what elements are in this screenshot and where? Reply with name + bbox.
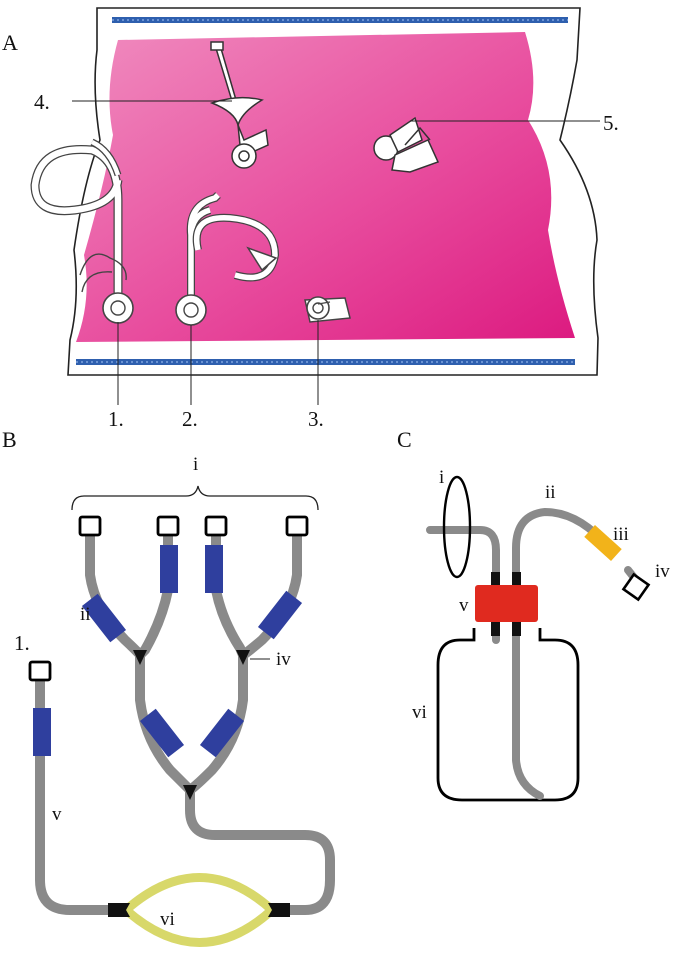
port-iv: [621, 572, 651, 602]
loop-vi: [123, 873, 276, 947]
clamp-mid-right: [199, 708, 245, 758]
callout-5: 5.: [603, 111, 619, 135]
clamp-left-line: [33, 708, 51, 756]
callout-4: 4.: [34, 90, 50, 114]
clamp-mid-left: [139, 708, 185, 758]
ports-b: [28, 515, 309, 682]
port-4-spike: [209, 41, 269, 169]
clamp-top-4: [257, 590, 303, 640]
filter-iii: [584, 525, 622, 561]
connectors-b: [108, 650, 290, 917]
clamps-b: [33, 545, 303, 758]
bag-fluid: [76, 32, 575, 342]
bracket-i: [71, 485, 319, 511]
label-c-iv: iv: [655, 561, 670, 582]
clamp-ii-left: [81, 593, 127, 643]
label-c-ii: ii: [545, 482, 556, 503]
vent-filter-i: [442, 475, 472, 579]
label-c-i: i: [439, 467, 444, 488]
label-c-vi: vi: [412, 702, 427, 723]
callout-3: 3.: [308, 407, 324, 431]
label-b-i: i: [193, 454, 198, 475]
callout-1: 1.: [108, 407, 124, 431]
label-c-v: v: [459, 595, 469, 616]
leader-lines-a: [72, 100, 600, 405]
stopper-v: [475, 572, 538, 636]
label-b-ii: ii: [80, 604, 91, 625]
port-2-tube: [186, 192, 280, 300]
bottle-vi: [436, 628, 580, 802]
panel-a-label: A: [2, 30, 18, 55]
label-c-iii: iii: [613, 524, 629, 545]
clamp-top-3: [205, 545, 223, 593]
panel-a: A: [2, 7, 619, 431]
label-b-1: 1.: [14, 631, 30, 655]
panel-c-label: C: [397, 427, 412, 452]
port-3: [304, 296, 351, 323]
port-1-tube: [30, 138, 127, 300]
panel-c: C i ii iii iv v vi: [397, 427, 670, 802]
port-5-clamp: [373, 116, 440, 173]
tubing-b: [35, 530, 335, 915]
label-b-iv: iv: [276, 649, 291, 670]
label-b-v: v: [52, 804, 62, 825]
panel-b-label: B: [2, 427, 17, 452]
callout-2: 2.: [182, 407, 198, 431]
clamp-top-2: [160, 545, 178, 593]
label-b-vi: vi: [160, 909, 175, 930]
panel-b: B i: [2, 427, 335, 947]
